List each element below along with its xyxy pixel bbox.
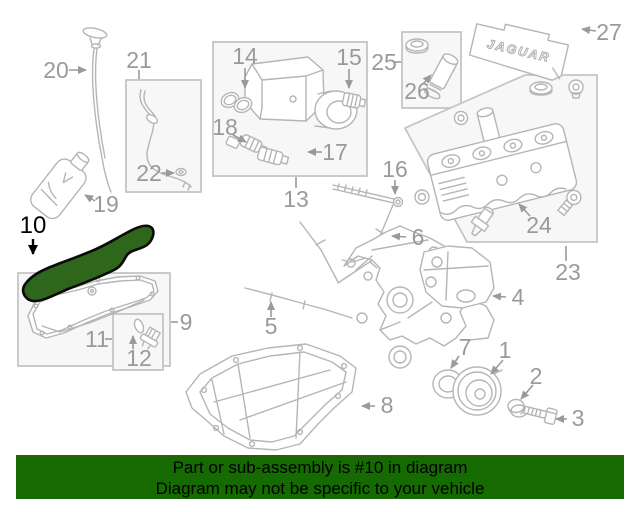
dipstick-drawing <box>82 27 112 193</box>
callout-27-label[interactable]: 27 <box>596 19 622 45</box>
valve-cover-drawing <box>414 79 584 237</box>
callout-27[interactable]: 27 <box>581 19 622 45</box>
callout-26[interactable]: 26 <box>404 74 432 104</box>
callout-21[interactable]: 21 <box>126 47 152 79</box>
callout-12[interactable]: 12 <box>126 335 152 371</box>
callout-7[interactable]: 7 <box>450 334 472 369</box>
callout-6[interactable]: 6 <box>391 224 425 250</box>
callout-25-label[interactable]: 25 <box>371 49 397 75</box>
status-banner: Part or sub-assembly is #10 in diagram D… <box>16 455 624 499</box>
callout-23-label[interactable]: 23 <box>555 259 581 285</box>
callout-5[interactable]: 5 <box>265 301 278 339</box>
callout-2-label[interactable]: 2 <box>530 363 543 389</box>
callout-11-label[interactable]: 11 <box>85 326 109 352</box>
callout-13[interactable]: 13 <box>283 177 309 212</box>
crank-pulley-drawing <box>432 366 558 425</box>
callout-2[interactable]: 2 <box>520 363 543 400</box>
filler-cap-tube-drawing <box>405 38 459 100</box>
callout-3-label[interactable]: 3 <box>572 405 585 431</box>
callout-10[interactable]: 10 <box>20 212 47 255</box>
callout-10-label[interactable]: 10 <box>20 212 47 239</box>
engine-cover-drawing: JAGUAR <box>468 23 570 81</box>
callout-5-label[interactable]: 5 <box>265 313 278 339</box>
callout-19[interactable]: 19 <box>84 191 119 217</box>
callout-21-label[interactable]: 21 <box>126 47 152 73</box>
callout-16-label[interactable]: 16 <box>382 156 408 182</box>
callout-24-label[interactable]: 24 <box>526 212 552 238</box>
callout-7-label[interactable]: 7 <box>459 334 472 360</box>
callout-14-label[interactable]: 14 <box>232 43 258 69</box>
callout-8-label[interactable]: 8 <box>381 392 394 418</box>
callout-4[interactable]: 4 <box>492 284 525 310</box>
water-outlet-drawing <box>220 56 367 166</box>
callout-11[interactable]: 11 <box>85 326 112 352</box>
callout-9-label[interactable]: 9 <box>180 309 193 335</box>
callout-6-label[interactable]: 6 <box>412 224 425 250</box>
callout-23[interactable]: 23 <box>555 246 581 285</box>
callout-17[interactable]: 17 <box>307 139 348 165</box>
oil-bottle-drawing <box>30 151 90 220</box>
callout-22-label[interactable]: 22 <box>136 160 162 186</box>
lower-oil-pan-drawing <box>185 343 357 451</box>
banner-line2: Diagram may not be specific to your vehi… <box>155 479 485 498</box>
callout-15[interactable]: 15 <box>336 44 362 89</box>
highlighted-part-oil-pan-gasket[interactable] <box>21 224 155 303</box>
callout-22[interactable]: 22 <box>136 160 175 186</box>
callout-24[interactable]: 24 <box>518 203 552 238</box>
callout-12-label[interactable]: 12 <box>126 345 152 371</box>
callout-17-label[interactable]: 17 <box>322 139 348 165</box>
oil-tubes-drawing <box>244 204 394 319</box>
callout-18-label[interactable]: 18 <box>212 114 238 140</box>
stud-drawing <box>332 183 404 208</box>
callout-15-label[interactable]: 15 <box>336 44 362 70</box>
dipstick-tube-drawing <box>139 89 192 191</box>
callout-25[interactable]: 25 <box>371 49 401 75</box>
callout-26-label[interactable]: 26 <box>404 78 430 104</box>
callout-18[interactable]: 18 <box>212 114 247 143</box>
callout-4-label[interactable]: 4 <box>512 284 525 310</box>
callout-13-label[interactable]: 13 <box>283 186 309 212</box>
drain-plug-drawing <box>133 318 161 350</box>
callout-8[interactable]: 8 <box>361 392 394 418</box>
callout-19-label[interactable]: 19 <box>93 191 119 217</box>
callout-1-label[interactable]: 1 <box>499 337 512 363</box>
callout-16[interactable]: 16 <box>382 156 408 195</box>
callout-20[interactable]: 20 <box>43 57 87 83</box>
callout-20-label[interactable]: 20 <box>43 57 69 83</box>
callout-14[interactable]: 14 <box>232 43 258 89</box>
callout-1[interactable]: 1 <box>490 337 512 375</box>
callout-3[interactable]: 3 <box>555 405 585 431</box>
callout-9[interactable]: 9 <box>171 309 192 335</box>
banner-line1: Part or sub-assembly is #10 in diagram <box>172 458 468 477</box>
timing-cover-bracket-drawing <box>419 245 495 309</box>
